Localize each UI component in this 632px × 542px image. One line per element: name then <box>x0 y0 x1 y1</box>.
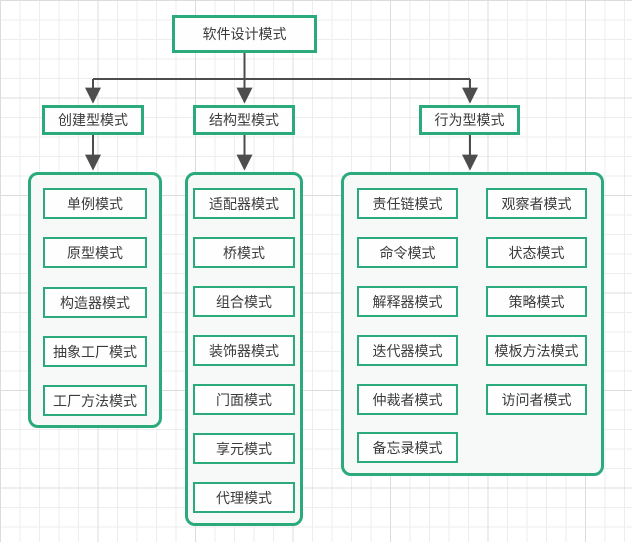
node-root-design-patterns[interactable]: 软件设计模式 <box>172 15 317 53</box>
behavioral-group-container[interactable] <box>341 172 604 476</box>
node-state[interactable]: 状态模式 <box>486 237 587 268</box>
node-command[interactable]: 命令模式 <box>357 237 458 268</box>
node-template-method[interactable]: 模板方法模式 <box>486 335 587 366</box>
node-creational-patterns[interactable]: 创建型模式 <box>42 105 144 135</box>
node-iterator[interactable]: 迭代器模式 <box>357 335 458 366</box>
node-facade[interactable]: 门面模式 <box>193 384 295 415</box>
node-flyweight[interactable]: 享元模式 <box>193 433 295 464</box>
node-abstract-factory[interactable]: 抽象工厂模式 <box>43 336 147 367</box>
node-composite[interactable]: 组合模式 <box>193 286 295 317</box>
node-structural-patterns[interactable]: 结构型模式 <box>193 105 295 135</box>
node-builder[interactable]: 构造器模式 <box>43 287 147 318</box>
node-prototype[interactable]: 原型模式 <box>43 237 147 268</box>
node-behavioral-patterns[interactable]: 行为型模式 <box>419 105 520 135</box>
node-visitor[interactable]: 访问者模式 <box>486 384 587 415</box>
node-chain-of-responsibility[interactable]: 责任链模式 <box>357 188 458 219</box>
node-memento[interactable]: 备忘录模式 <box>357 432 458 463</box>
node-singleton[interactable]: 单例模式 <box>43 188 147 219</box>
node-bridge[interactable]: 桥模式 <box>193 237 295 268</box>
node-proxy[interactable]: 代理模式 <box>193 482 295 513</box>
node-adapter[interactable]: 适配器模式 <box>193 188 295 219</box>
node-decorator[interactable]: 装饰器模式 <box>193 335 295 366</box>
node-interpreter[interactable]: 解释器模式 <box>357 286 458 317</box>
node-mediator[interactable]: 仲裁者模式 <box>357 384 458 415</box>
node-factory-method[interactable]: 工厂方法模式 <box>43 385 147 416</box>
node-observer[interactable]: 观察者模式 <box>486 188 587 219</box>
node-strategy[interactable]: 策略模式 <box>486 286 587 317</box>
